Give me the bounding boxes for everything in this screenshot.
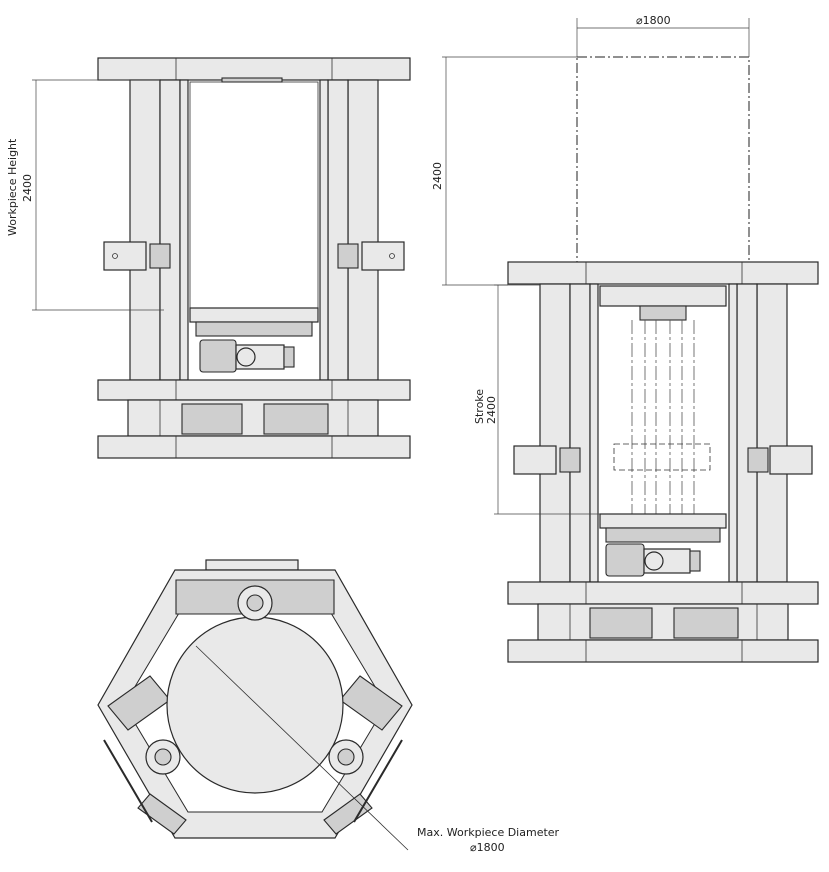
front-view-left <box>32 57 411 459</box>
plan-view <box>97 559 413 851</box>
max-diameter-value: ⌀1800 <box>470 841 505 854</box>
stroke-value: 2400 <box>485 396 498 424</box>
top-diameter-value: ⌀1800 <box>636 14 671 27</box>
stroke-title: Stroke <box>473 389 486 424</box>
max-diameter-title: Max. Workpiece Diameter <box>417 826 560 839</box>
front-view-right <box>442 18 819 663</box>
workpiece-height-value: 2400 <box>21 174 34 202</box>
side-height-value: 2400 <box>431 162 444 190</box>
workpiece-height-title: Workpiece Height <box>6 138 19 236</box>
